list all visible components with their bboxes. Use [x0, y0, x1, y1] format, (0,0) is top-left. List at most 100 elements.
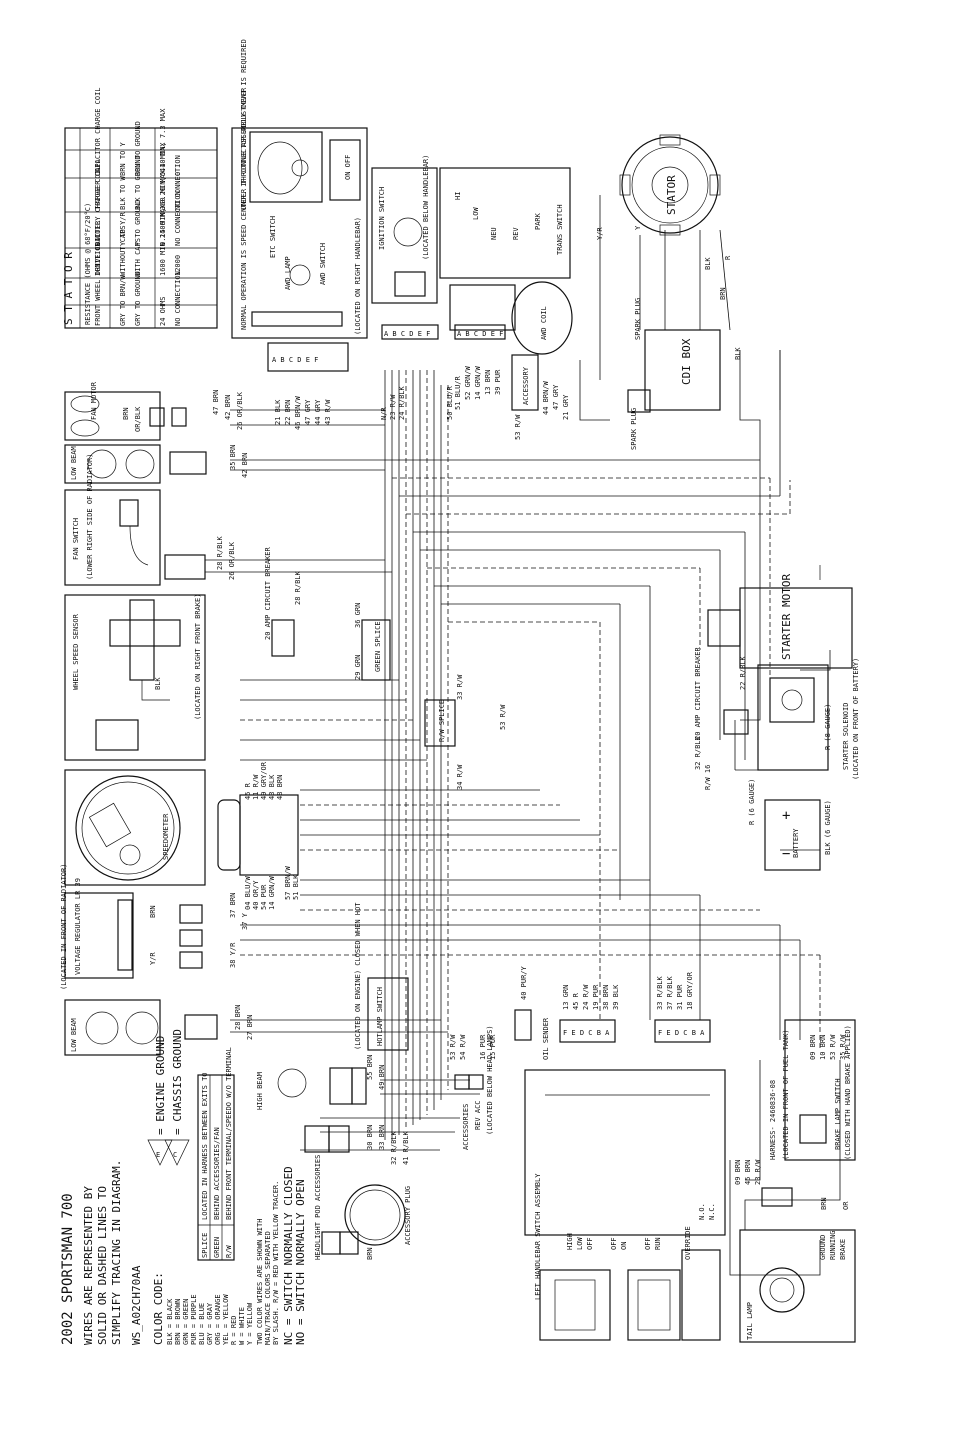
breaker-wire-r6: R (6 GAUGE) — [748, 779, 756, 825]
low-beam-top: LOW BEAM 35 BRN 42 BRN — [64, 444, 249, 484]
headlight-pod: HEADLIGHT POD ACCESSORIES 30 BRN 33 BRN … — [304, 1125, 412, 1260]
brake-wire-09: 09 BRN — [809, 1035, 817, 1060]
brake-wire-10: 10 BRN — [819, 1035, 827, 1060]
starter-solenoid-label: STARTER SOLENOID — [842, 703, 850, 770]
brake-wire-23: 23 R/W — [754, 1159, 762, 1185]
speedo-pin-49: 49 GRY/OR — [260, 761, 268, 800]
color-code-2: GRN = GREEN — [182, 1299, 190, 1345]
diagram-title: 2002 SPORTSMAN 700 — [60, 1193, 76, 1345]
wheel-speed-note: (LOCATED ON RIGHT FRONT BRAKE) — [194, 594, 202, 720]
hotlamp-switch-label: HOTLAMP SWITCH — [376, 987, 384, 1046]
high-beam-wire-55: 55 BRN — [366, 1055, 374, 1080]
throttle-switch-assembly: NORMAL OPERATION IS SPEED CENTER. IF CON… — [231, 39, 368, 339]
no-label: N.O. — [698, 1203, 706, 1220]
color-note-3: BY SLASH. R/W = RED WITH YELLOW TRACER. — [272, 1181, 280, 1345]
rev-acc-note: (LOCATED BELOW HEAD LAMPS) — [486, 1025, 494, 1135]
lh-wire-38: 38 BRN — [602, 985, 610, 1010]
low-beam-bottom-wire-28: 28 BRN — [234, 1005, 242, 1030]
rw-splice: R/W SPLICE 33 R/W 53 R/W 34 R/W — [424, 674, 507, 790]
brake-wire-45: 45 BRN — [744, 1160, 752, 1185]
stator-table-header: RESISTANCE (OHMS @ 68°F/20°C) — [84, 203, 92, 325]
stator-row-8-test: GRY TO BRN/W — [119, 275, 127, 326]
splice-table-header-1: LOCATED IN HARNESS BETWEEN EXITS TO — [201, 1072, 209, 1220]
breaker-wire-blk6: BLK (6 GAUGE) — [824, 800, 832, 855]
stator-table-title: S T A T O R — [62, 252, 75, 325]
oil-sender-label: OIL SENDER — [542, 1017, 550, 1060]
stator-row-3-test: BLK TO GROUND — [134, 155, 142, 210]
low-beam-bottom-wire-27: 27 BRN — [246, 1015, 254, 1040]
brake-lamp-note: (CLOSED WITH HAND BRAKE APPLIED) — [844, 1025, 852, 1160]
throttle-wire-22: 22 BRN — [284, 400, 292, 425]
fan-switch-label: FAN SWITCH — [72, 518, 80, 560]
fan-motor: FAN MOTOR BRN OR/BLK 47 BRN 42 BRN 26 OR… — [64, 381, 244, 441]
hotlamp-note: (LOCATED ON ENGINE) CLOSED WHEN HOT — [354, 902, 362, 1050]
on-off-label: ON OFF — [344, 155, 352, 180]
splice-wire-36: 36 GRN — [354, 603, 362, 628]
ign-wire-39: 39 PUR — [494, 369, 502, 395]
speedo-pin-51: 51 BLK — [292, 874, 300, 900]
low-beam-bottom-label: LOW BEAM — [70, 1018, 78, 1052]
accessories-label: ACCESSORIES — [462, 1104, 470, 1150]
rev-acc-label: REV ACC — [474, 1100, 482, 1130]
low-beam-bottom: LOW BEAM 28 BRN 27 BRN — [64, 999, 254, 1056]
engine-ground-E: E — [156, 1151, 160, 1159]
stator-row-5-value: NO CONNECTION — [174, 191, 182, 246]
headlight-pod-wire-30: 30 BRN — [366, 1125, 374, 1150]
acc-wire-16: 16 PUR — [479, 1034, 487, 1060]
stator-row-6-value: 1600 MIN 2400 MAX — [159, 204, 167, 276]
vreg-wire-37y: 37 Y — [241, 912, 249, 930]
awd-wire-47: 47 GRY — [552, 384, 560, 410]
battery-minus: − — [782, 846, 790, 862]
breaker-wire-22: 22 R/BLK — [739, 655, 747, 690]
high-beam-wire-49: 49 BRN — [378, 1065, 386, 1090]
speedo-pin-14: 14 GRN/W — [268, 875, 276, 910]
awd-coil: AWD COIL 44 BRN/W 47 GRY 21 GRY 53 R/W — [511, 281, 573, 440]
left-handlebar-connectors: F E D C B A F E D C B A 13 GRN 45 R 24 R… — [559, 971, 711, 1043]
cdi-wire-y: Y — [634, 225, 642, 230]
stator-row-6-test: WITHOUT CAPS — [119, 225, 127, 276]
lh-wire-13: 13 GRN — [562, 985, 570, 1010]
speedo-pin-11: 11 R/W — [252, 774, 260, 800]
tail-running: RUNNING — [829, 1230, 837, 1260]
stator-row-3-value: NO CONNECTION — [174, 155, 182, 210]
fan-motor-wire-orblk: OR/BLK — [134, 406, 142, 432]
fan-wire-42: 42 BRN — [224, 395, 232, 420]
splice-wire-33: 33 R/W — [456, 674, 464, 700]
speedo-pin-57: 57 BRN/W — [284, 865, 292, 900]
headlamp-pos-off: OFF — [586, 1237, 594, 1250]
color-code-4: BLU = BLUE — [198, 1303, 206, 1345]
awd-wire-53: 53 R/W — [514, 414, 522, 440]
speedometer: SPEEDOMETER 45 R 11 R/W 49 GRY/OR 43 BLK… — [64, 761, 300, 910]
headlamp-pos-high: HIGH — [566, 1233, 574, 1250]
starter-solenoid-note: (LOCATED ON FRONT OF BATTERY) — [852, 658, 860, 780]
splice-wire-53: 53 R/W — [499, 704, 507, 730]
lh-wire-45: 45 R — [572, 992, 580, 1010]
speedometer-label: SPEEDOMETER — [162, 813, 170, 860]
awd-coil-label: AWD COIL — [540, 306, 548, 340]
ign-wire-nr: N/R — [380, 407, 388, 420]
ign-wire-24: 24 R/BLK — [398, 385, 406, 420]
note-line-1: WIRES ARE REPRESENTED BY — [82, 1186, 95, 1345]
lh-wire-19: 19 PUR — [592, 984, 600, 1010]
stator-row-0-value: 5.4 MIN, 7.3 MAX — [159, 108, 167, 176]
legend-block: 2002 SPORTSMAN 700 WIRES ARE REPRESENTED… — [60, 1029, 307, 1345]
left-handlebar-switch: LEFT HANDLEBAR SWITCH ASSEMBLY HIGH LOW … — [524, 1069, 726, 1300]
stator-resistance-table: S T A T O R RESISTANCE (OHMS @ 68°F/20°C… — [62, 87, 218, 329]
color-code-5: GRY = GRAY — [206, 1302, 214, 1345]
fan-wire-26: 26 OR/BLK — [236, 391, 244, 430]
color-note-1: TWO COLOR WIRES ARE SHOWN WITH — [256, 1219, 264, 1345]
breaker-wire-32: 32 R/BLK — [694, 735, 702, 770]
splice-wire-29: 29 GRN — [354, 655, 362, 680]
awd-wire-44: 44 BRN/W — [542, 380, 550, 415]
throttle-connector: A B C D E F 21 BLK 22 BRN 46 BRN/W 47 GR… — [267, 342, 349, 430]
stator-row-7-value: 12000 — [174, 255, 182, 276]
trans-switch: TRANS SWITCH HI LOW NEU REV PARK — [439, 167, 571, 331]
wheel-speed-sensor: WHEEL SPEED SENSOR (LOCATED ON RIGHT FRO… — [64, 594, 206, 761]
battery-plus: + — [782, 808, 790, 824]
ign-wire-23: 23 R/W — [389, 394, 397, 420]
trans-pos-hi: HI — [454, 192, 462, 200]
vreg-wire-yr: Y/R — [149, 952, 157, 965]
lh-wire-31: 31 PUR — [676, 984, 684, 1010]
splice-table-r0-c0: GREEN — [213, 1237, 221, 1258]
